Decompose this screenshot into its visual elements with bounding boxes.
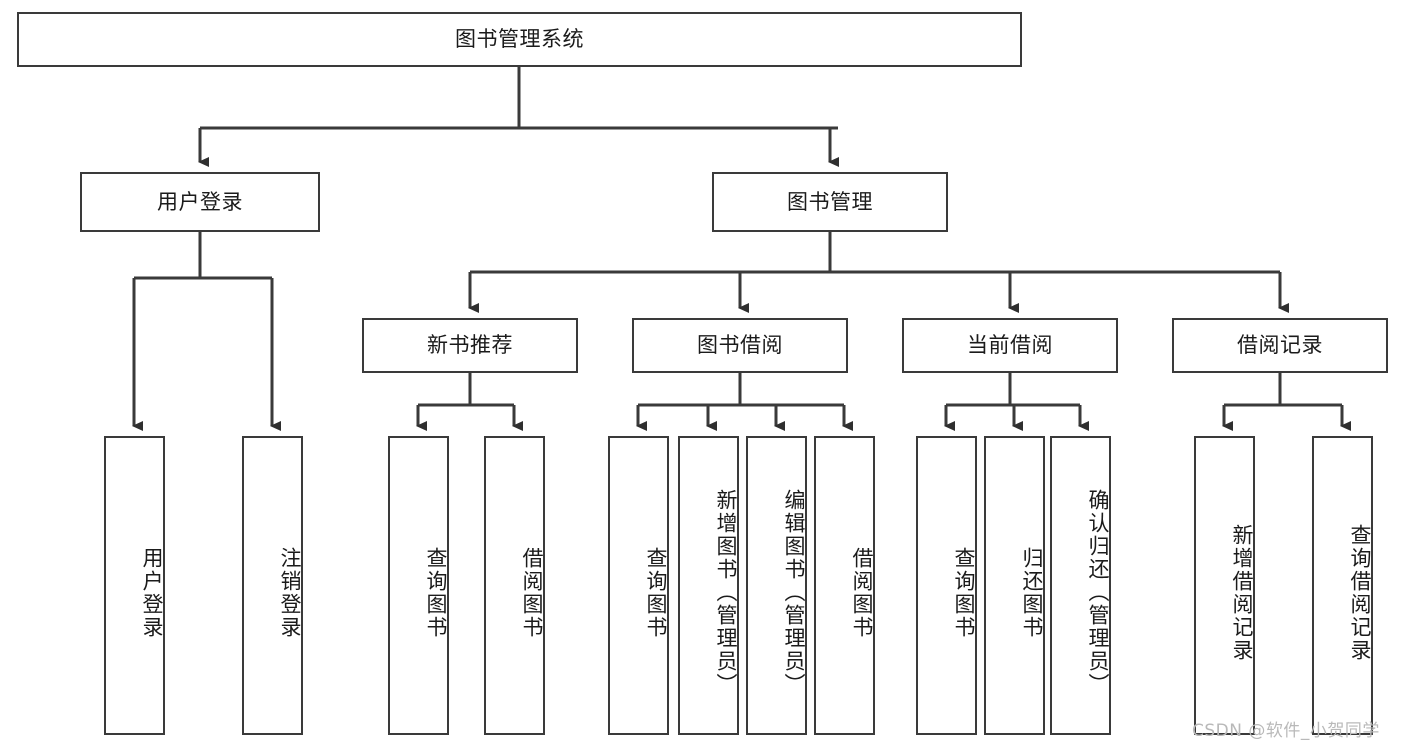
csdn-watermark: CSDN @软件_小贺同学 [1192,721,1380,741]
leaf-add-borrow-record-label: 新增借阅记录 [1230,523,1254,662]
node-current-borrow-label: 当前借阅 [967,333,1053,358]
leaf-add-borrow-record[interactable]: 新增借阅记录 [1194,436,1255,735]
leaf-borrow-book-1-label: 借阅图书 [520,546,544,639]
leaf-borrow-book-2-label: 借阅图书 [850,546,874,639]
leaf-logout-login[interactable]: 注销登录 [242,436,303,735]
node-user-login-label: 用户登录 [157,189,243,214]
node-borrow-record-label: 借阅记录 [1237,333,1323,358]
leaf-confirm-return[interactable]: 确认归还（管理员） [1050,436,1111,735]
node-user-login[interactable]: 用户登录 [80,172,320,232]
leaf-add-book-label: 新增图书（管理员） [714,489,738,696]
node-book-manage[interactable]: 图书管理 [712,172,948,232]
leaf-add-book[interactable]: 新增图书（管理员） [678,436,739,735]
leaf-edit-book[interactable]: 编辑图书（管理员） [746,436,807,735]
node-new-book-recommend[interactable]: 新书推荐 [362,318,578,373]
node-current-borrow[interactable]: 当前借阅 [902,318,1118,373]
leaf-return-book-label: 归还图书 [1020,546,1044,639]
node-new-book-recommend-label: 新书推荐 [427,333,513,358]
node-root-label: 图书管理系统 [455,27,584,52]
leaf-query-book-2-label: 查询图书 [644,546,668,639]
node-book-borrow-label: 图书借阅 [697,333,783,358]
leaf-query-borrow-record-label: 查询借阅记录 [1348,523,1372,662]
node-borrow-record[interactable]: 借阅记录 [1172,318,1388,373]
leaf-return-book[interactable]: 归还图书 [984,436,1045,735]
leaf-query-book-3[interactable]: 查询图书 [916,436,977,735]
leaf-query-book-1[interactable]: 查询图书 [388,436,449,735]
node-book-manage-label: 图书管理 [787,189,873,214]
leaf-user-login[interactable]: 用户登录 [104,436,165,735]
node-root[interactable]: 图书管理系统 [17,12,1022,67]
leaf-query-book-2[interactable]: 查询图书 [608,436,669,735]
leaf-confirm-return-label: 确认归还（管理员） [1086,489,1110,696]
leaf-logout-login-label: 注销登录 [278,546,302,639]
node-book-borrow[interactable]: 图书借阅 [632,318,848,373]
leaf-query-book-3-label: 查询图书 [952,546,976,639]
leaf-query-borrow-record[interactable]: 查询借阅记录 [1312,436,1373,735]
leaf-borrow-book-2[interactable]: 借阅图书 [814,436,875,735]
leaf-edit-book-label: 编辑图书（管理员） [782,489,806,696]
leaf-query-book-1-label: 查询图书 [424,546,448,639]
leaf-borrow-book-1[interactable]: 借阅图书 [484,436,545,735]
leaf-user-login-label: 用户登录 [140,546,164,639]
